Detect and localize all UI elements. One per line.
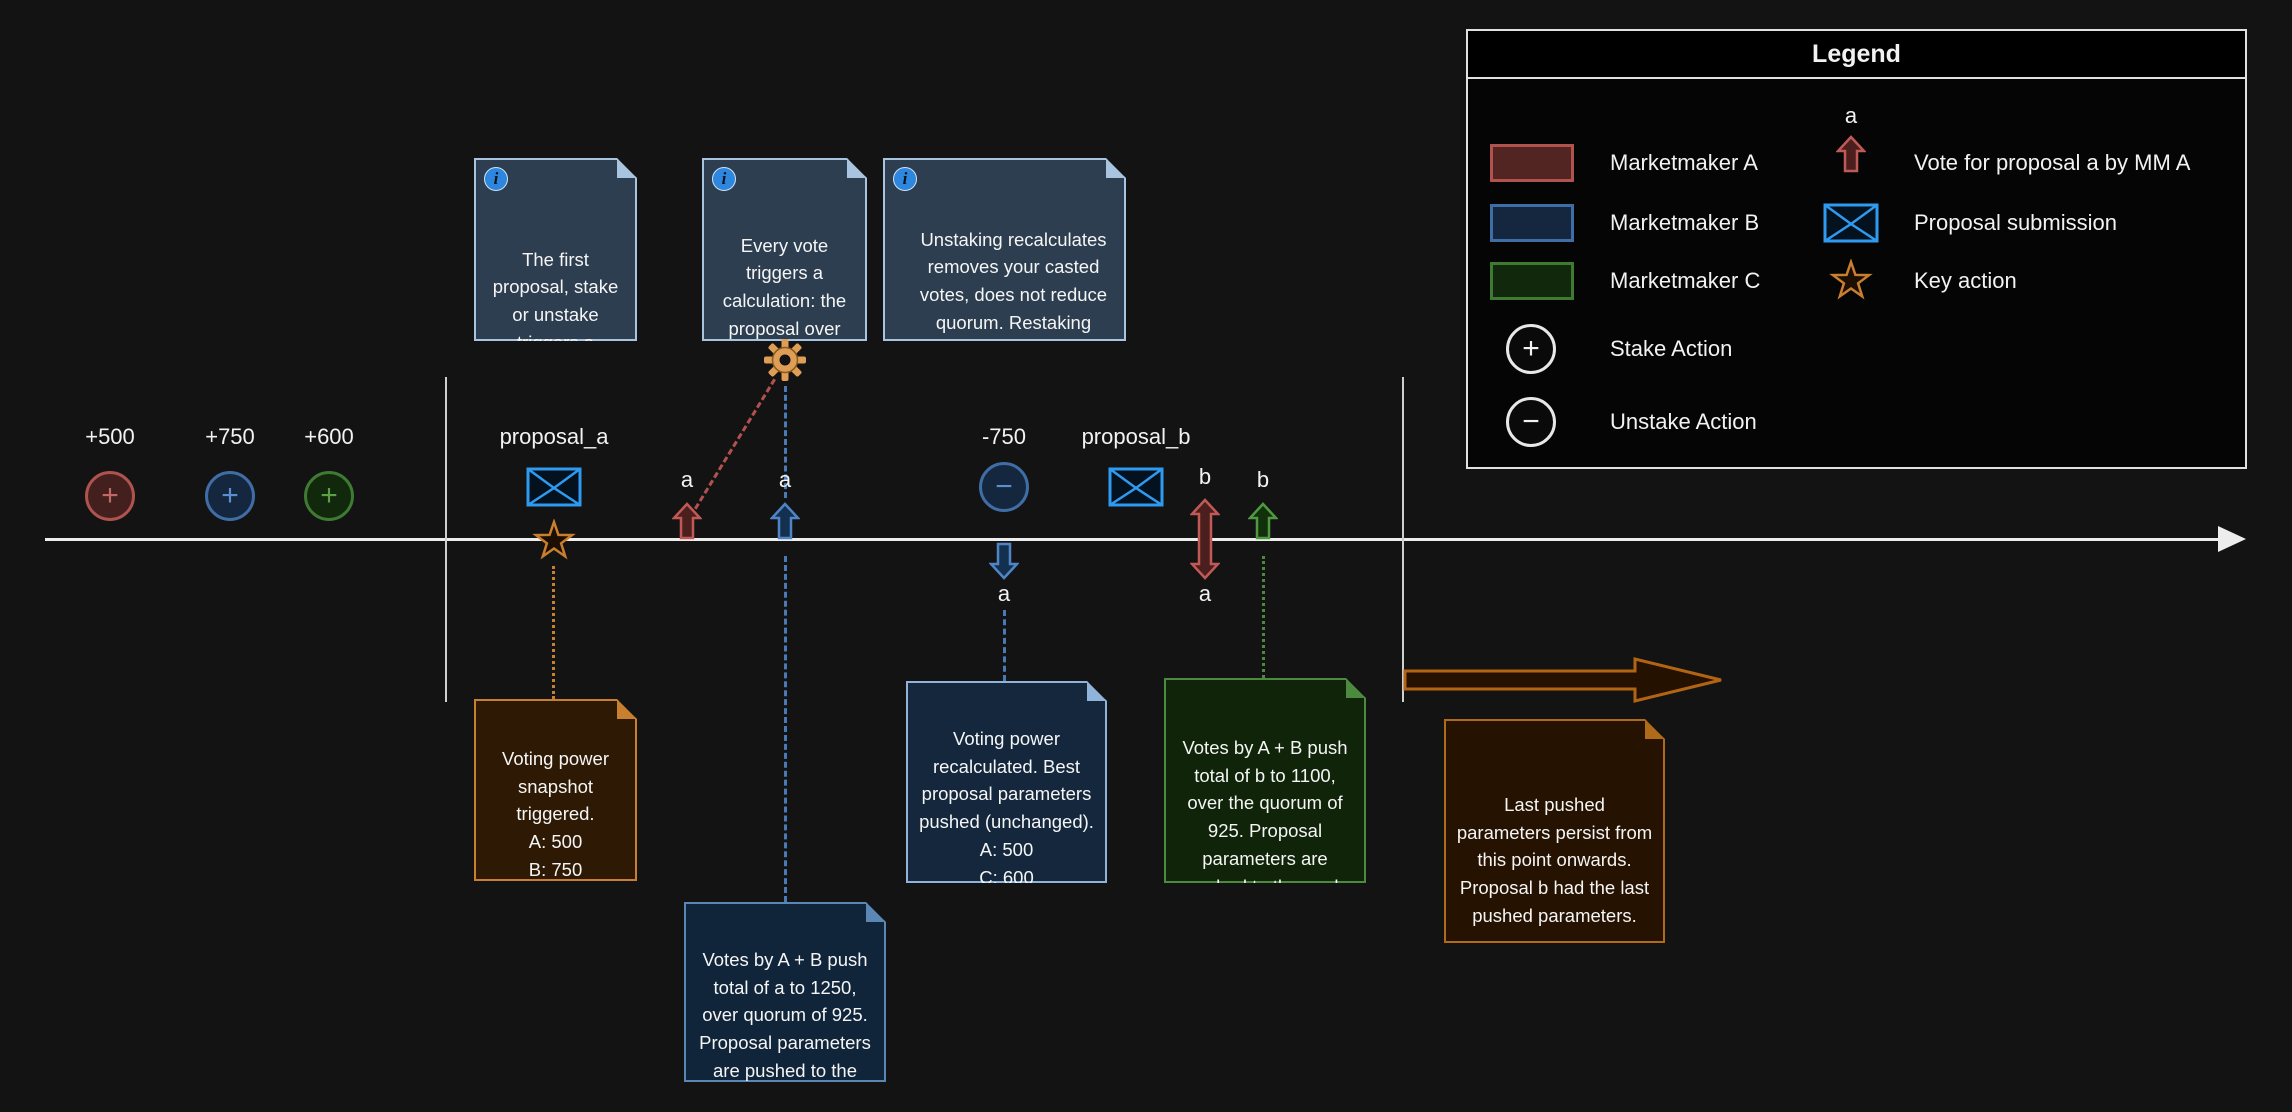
plus-icon: +	[320, 479, 338, 512]
persist-forward-arrow-icon	[1403, 657, 1722, 703]
note-info-snapshot: i The first proposal, stake or unstake t…	[474, 158, 637, 341]
stake-500-label: +500	[85, 424, 135, 449]
vote-b-mm-c-label: b	[1256, 467, 1270, 492]
marketmaker-c-label: Marketmaker C	[1610, 268, 1761, 293]
note-text: Voting power snapshot triggered. A: 500 …	[502, 747, 609, 936]
connector-vote-a-note-dashed	[784, 556, 787, 902]
note-info-unstake: i Unstaking recalculates removes your ca…	[883, 158, 1126, 341]
timeline-arrowhead-icon	[2218, 526, 2246, 552]
unstake-750-icon: −	[979, 462, 1029, 512]
info-icon: i	[893, 167, 917, 191]
stake-500-icon: +	[85, 471, 135, 521]
plus-icon: +	[1522, 332, 1540, 365]
stake-600-icon: +	[304, 471, 354, 521]
unstake-action-label: Unstake Action	[1610, 409, 1757, 434]
legend-vote-arrow-icon	[1836, 135, 1866, 173]
note-text: Voting power recalculated. Best proposal…	[919, 727, 1094, 916]
proposal-b-envelope-icon	[1108, 467, 1164, 507]
marketmaker-b-label: Marketmaker B	[1610, 210, 1760, 235]
legend-star-icon	[1829, 259, 1873, 300]
info-icon: i	[484, 167, 508, 191]
marketmaker-a-label: Marketmaker A	[1610, 150, 1758, 175]
revote-double-arrow-icon	[1190, 498, 1220, 580]
vote-a-mm-a-label: a	[680, 467, 694, 492]
marketmaker-c-swatch	[1490, 262, 1574, 300]
epoch-separator-right	[1402, 377, 1404, 702]
unstake-removed-vote-arrow-icon	[989, 542, 1019, 580]
proposal-a-label: proposal_a	[499, 424, 609, 449]
note-text: Votes by A + B push total of b to 1100, …	[1182, 736, 1348, 897]
note-persist-detail: Last pushed parameters persist from this…	[1444, 719, 1665, 943]
legend-proposal-desc: Proposal submission	[1914, 210, 2117, 235]
vote-a-mm-a-arrow-icon	[672, 502, 702, 540]
legend-vote-desc: Vote for proposal a by MM A	[1914, 150, 2191, 175]
timeline-axis	[45, 538, 2220, 541]
plus-icon: +	[221, 479, 239, 512]
note-text: Last pushed parameters persist from this…	[1456, 793, 1653, 926]
marketmaker-a-swatch	[1490, 144, 1574, 182]
info-icon: i	[712, 167, 736, 191]
stake-action-label: Stake Action	[1610, 336, 1733, 361]
note-info-vote: i Every vote triggers a calculation: the…	[702, 158, 867, 341]
note-text: Votes by A + B push total of a to 1250, …	[699, 948, 871, 1109]
minus-icon: −	[1522, 405, 1540, 438]
proposal-a-envelope-icon	[526, 467, 582, 507]
stake-600-label: +600	[304, 424, 354, 449]
legend-panel: Legend Marketmaker A Marketmaker B Marke…	[1466, 29, 2247, 469]
vote-b-mm-c-arrow-icon	[1248, 502, 1278, 540]
note-recalc-detail: Voting power recalculated. Best proposal…	[906, 681, 1107, 883]
note-vote-a-detail: Votes by A + B push total of a to 1250, …	[684, 902, 886, 1082]
note-vote-b-detail: Votes by A + B push total of b to 1100, …	[1164, 678, 1366, 883]
connector-vote-b-note-dotted	[1262, 556, 1265, 678]
revote-bottom-label: a	[1198, 581, 1212, 606]
legend-vote-sample-label: a	[1844, 103, 1858, 128]
vote-a-mm-b-label: a	[778, 467, 792, 492]
legend-key-desc: Key action	[1914, 268, 2017, 293]
revote-top-label: b	[1198, 464, 1212, 489]
calculation-gear-icon	[764, 339, 806, 381]
note-text: Unstaking recalculates removes your cast…	[919, 228, 1108, 389]
unstake-action-icon: −	[1506, 397, 1556, 447]
stake-750-icon: +	[205, 471, 255, 521]
marketmaker-b-swatch	[1490, 204, 1574, 242]
unstake-removed-vote-label: a	[997, 581, 1011, 606]
note-text: The first proposal, stake or unstake tri…	[492, 248, 619, 381]
stake-750-label: +750	[205, 424, 255, 449]
stake-action-icon: +	[1506, 324, 1556, 374]
legend-envelope-icon	[1823, 203, 1879, 243]
connector-recalc-note-dashed	[1003, 610, 1006, 681]
note-snapshot-detail: Voting power snapshot triggered. A: 500 …	[474, 699, 637, 881]
vote-a-mm-b-arrow-icon	[770, 502, 800, 540]
epoch-separator-left	[445, 377, 447, 702]
proposal-b-label: proposal_b	[1081, 424, 1191, 449]
connector-gear-down-dashed	[784, 386, 787, 498]
legend-title: Legend	[1468, 31, 2245, 79]
plus-icon: +	[101, 479, 119, 512]
key-action-star-icon	[532, 519, 576, 560]
connector-snapshot-dotted	[552, 566, 555, 699]
minus-icon: −	[995, 470, 1013, 503]
unstake-750-label: -750	[981, 424, 1027, 449]
